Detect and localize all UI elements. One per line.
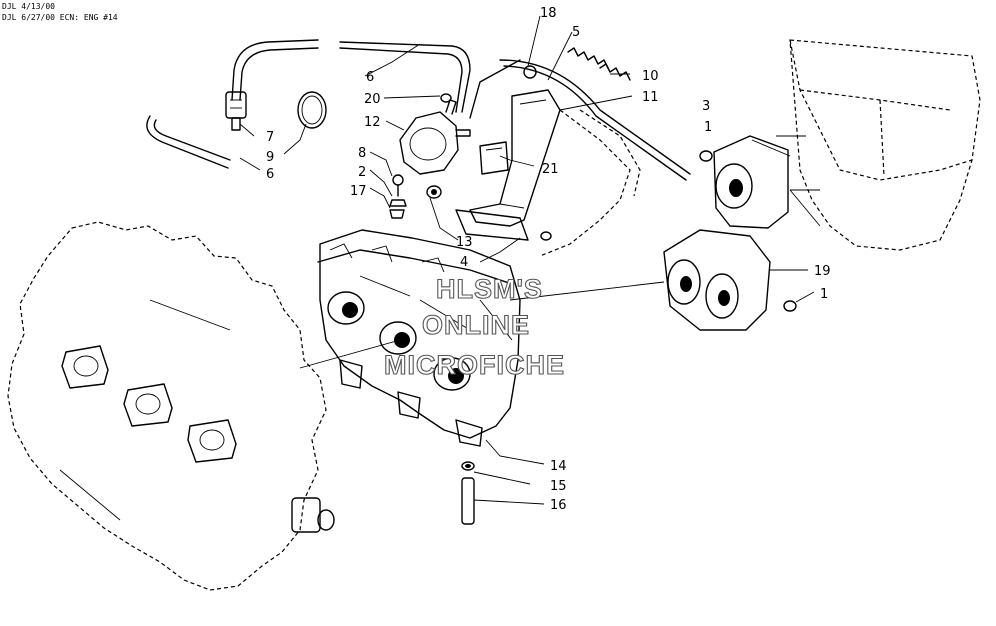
silencer-adapter-lower	[663, 229, 797, 331]
chassis-outline	[539, 109, 641, 257]
fuel-pump-bracket	[455, 89, 561, 241]
fuel-lines	[146, 39, 691, 181]
callout-21: 21	[542, 162, 559, 177]
engine-crankcase	[7, 221, 335, 591]
leader-lines	[239, 15, 821, 505]
callout-20: 20	[364, 92, 381, 107]
air-silencer-box	[789, 39, 981, 251]
hardware	[389, 65, 552, 525]
callout-19: 19	[814, 264, 831, 279]
watermark-line-1: HLSM'S	[436, 274, 543, 304]
hose-clamp	[297, 91, 327, 129]
callout-8: 8	[358, 146, 366, 161]
callout-labels: 18 5 6 10 20 11 3 12 1 7 9 8 21 2 6 17 1…	[266, 6, 831, 513]
callout-7: 7	[266, 130, 274, 145]
revision-line-2: DJL 6/27/00 ECN: ENG #14	[2, 13, 118, 22]
callout-1-upper: 1	[704, 120, 712, 135]
callout-13: 13	[456, 235, 473, 250]
carburetor-assembly	[317, 229, 521, 447]
watermark-line-2: ONLINE	[422, 310, 530, 340]
callout-5: 5	[572, 25, 580, 40]
watermark: HLSM'S ONLINE MICROFICHE	[383, 273, 565, 380]
fuel-filter	[225, 91, 247, 131]
callout-6-lower: 6	[266, 167, 274, 182]
fuel-pump	[399, 99, 471, 175]
callout-10: 10	[642, 69, 659, 84]
callout-4: 4	[460, 255, 468, 270]
callout-9: 9	[266, 150, 274, 165]
callout-16: 16	[550, 498, 567, 513]
watermark-line-3: MICROFICHE	[384, 350, 565, 380]
callout-1-lower: 1	[820, 287, 828, 302]
callout-11: 11	[642, 90, 659, 105]
callout-6-top: 6	[366, 70, 374, 85]
revision-line-1: DJL 4/13/00	[2, 2, 55, 11]
callout-14: 14	[550, 459, 567, 474]
callout-18: 18	[540, 6, 557, 21]
silencer-adapter-upper	[699, 135, 791, 229]
callout-2: 2	[358, 165, 366, 180]
callout-12: 12	[364, 115, 381, 130]
callout-3: 3	[702, 99, 710, 114]
callout-17: 17	[350, 184, 367, 199]
callout-15: 15	[550, 479, 567, 494]
springs	[567, 47, 631, 81]
